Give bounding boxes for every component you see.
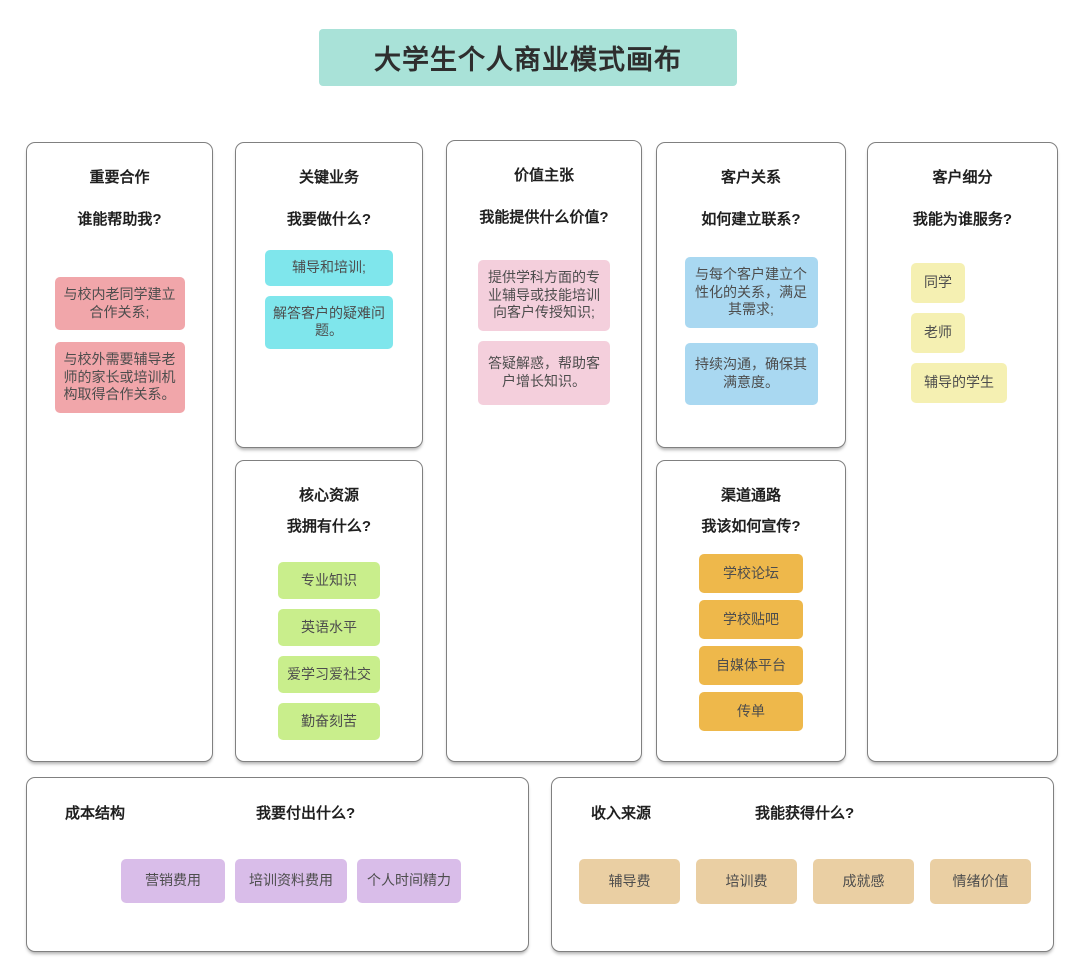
sticky-note: 情绪价值: [930, 859, 1031, 904]
notes-list: 辅导费 培训费 成就感 情绪价值: [579, 859, 1031, 904]
sticky-note: 培训资料费用: [235, 859, 347, 903]
notes-list: 营销费用 培训资料费用 个人时间精力: [121, 859, 461, 903]
sticky-note: 勤奋刻苦: [278, 703, 380, 740]
sticky-note: 英语水平: [278, 609, 380, 646]
panel-question: 我能提供什么价值?: [479, 209, 609, 226]
sticky-note: 与每个客户建立个性化的关系，满足其需求;: [684, 257, 818, 328]
panel-question: 我能为谁服务?: [912, 211, 1013, 228]
notes-list: 提供学科方面的专业辅导或技能培训向客户传授知识; 答疑解惑，帮助客户增长知识。: [447, 260, 641, 405]
sticky-note: 解答客户的疑难问题。: [265, 295, 393, 349]
sticky-note: 辅导和培训;: [265, 250, 393, 286]
panel-title: 关键业务: [298, 169, 359, 186]
panel-question: 我要付出什么?: [256, 805, 356, 822]
panel-question: 我要做什么?: [286, 211, 372, 228]
notes-list: 与校内老同学建立合作关系; 与校外需要辅导老师的家长或培训机构取得合作关系。: [27, 277, 212, 413]
panel-cost-structure: 成本结构 我要付出什么? 营销费用 培训资料费用 个人时间精力: [26, 777, 529, 952]
sticky-note: 成就感: [813, 859, 914, 904]
panel-question: 我该如何宣传?: [701, 518, 801, 535]
panel-question: 谁能帮助我?: [77, 211, 162, 228]
panel-question: 我能获得什么?: [755, 805, 855, 822]
sticky-note: 培训费: [696, 859, 797, 904]
panel-title: 客户细分: [932, 169, 993, 186]
panel-question: 我拥有什么?: [286, 518, 372, 535]
panel-value-proposition: 价值主张 我能提供什么价值? 提供学科方面的专业辅导或技能培训向客户传授知识; …: [446, 140, 642, 762]
sticky-note: 同学: [911, 263, 965, 303]
panel-title: 渠道通路: [720, 487, 781, 504]
sticky-note: 营销费用: [121, 859, 225, 903]
notes-list: 与每个客户建立个性化的关系，满足其需求; 持续沟通，确保其满意度。: [657, 257, 845, 405]
panel-question: 如何建立联系?: [701, 211, 801, 228]
sticky-note: 自媒体平台: [699, 646, 803, 685]
sticky-note: 传单: [699, 692, 803, 731]
notes-list: 同学 老师 辅导的学生: [868, 263, 1057, 403]
panel-title: 客户关系: [720, 169, 781, 186]
sticky-note: 学校论坛: [699, 554, 803, 593]
panel-title: 收入来源: [591, 805, 652, 822]
sticky-note: 提供学科方面的专业辅导或技能培训向客户传授知识;: [478, 260, 610, 331]
panel-title: 重要合作: [89, 169, 150, 186]
panel-partners: 重要合作 谁能帮助我? 与校内老同学建立合作关系; 与校外需要辅导老师的家长或培…: [26, 142, 213, 762]
panel-revenue-streams: 收入来源 我能获得什么? 辅导费 培训费 成就感 情绪价值: [551, 777, 1054, 952]
panel-title: 价值主张: [513, 167, 574, 184]
sticky-note: 答疑解惑，帮助客户增长知识。: [478, 340, 610, 405]
notes-list: 辅导和培训; 解答客户的疑难问题。: [236, 250, 422, 349]
canvas-title: 大学生个人商业模式画布: [319, 29, 737, 86]
sticky-note: 老师: [911, 313, 965, 353]
panel-core-resources: 核心资源 我拥有什么? 专业知识 英语水平 爱学习爱社交 勤奋刻苦: [235, 460, 423, 762]
panel-title: 核心资源: [298, 487, 359, 504]
panel-title: 成本结构: [65, 805, 126, 822]
sticky-note: 与校外需要辅导老师的家长或培训机构取得合作关系。: [54, 342, 185, 413]
sticky-note: 学校贴吧: [699, 600, 803, 639]
panel-channels: 渠道通路 我该如何宣传? 学校论坛 学校贴吧 自媒体平台 传单: [656, 460, 846, 762]
notes-list: 专业知识 英语水平 爱学习爱社交 勤奋刻苦: [236, 562, 422, 740]
panel-customer-relationships: 客户关系 如何建立联系? 与每个客户建立个性化的关系，满足其需求; 持续沟通，确…: [656, 142, 846, 448]
panel-customer-segments: 客户细分 我能为谁服务? 同学 老师 辅导的学生: [867, 142, 1058, 762]
sticky-note: 专业知识: [278, 562, 380, 599]
sticky-note: 持续沟通，确保其满意度。: [684, 342, 818, 405]
sticky-note: 个人时间精力: [357, 859, 461, 903]
sticky-note: 辅导的学生: [911, 363, 1007, 403]
sticky-note: 与校内老同学建立合作关系;: [54, 277, 185, 330]
sticky-note: 爱学习爱社交: [278, 656, 380, 693]
notes-list: 学校论坛 学校贴吧 自媒体平台 传单: [657, 554, 845, 731]
panel-key-activities: 关键业务 我要做什么? 辅导和培训; 解答客户的疑难问题。: [235, 142, 423, 448]
sticky-note: 辅导费: [579, 859, 680, 904]
